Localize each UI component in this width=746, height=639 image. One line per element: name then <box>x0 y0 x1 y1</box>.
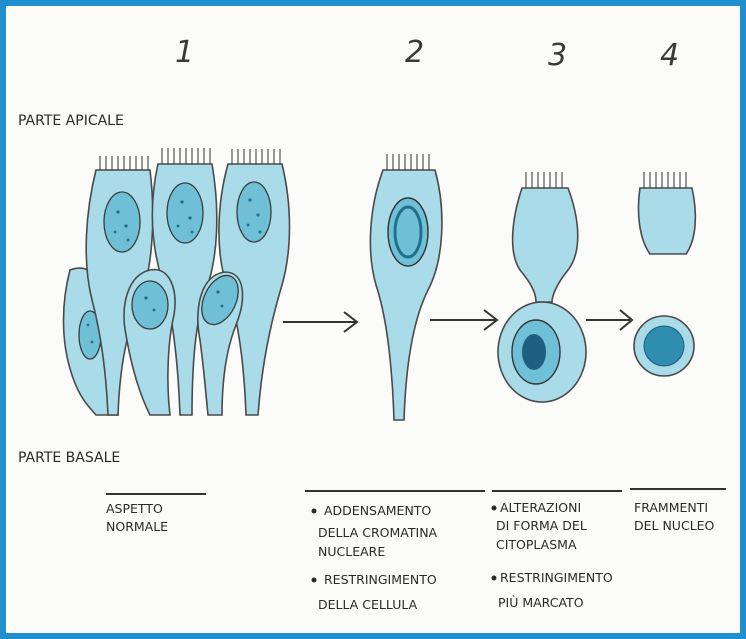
apical-label: PARTE APICALE <box>18 113 124 129</box>
caption-stage3-line2: DI FORMA DEL <box>496 518 587 533</box>
nucleus-lower-middle <box>132 281 168 329</box>
caption-stage2-line5: DELLA CELLULA <box>318 597 418 612</box>
stage4-fragments <box>634 172 695 376</box>
nucleus-tall-2 <box>167 183 203 243</box>
caption-stage3-line1: ALTERAZIONI <box>500 500 581 515</box>
caption-stage2-line3: NUCLEARE <box>318 544 385 559</box>
arrow-2-to-3 <box>430 310 497 330</box>
caption-stage3-line4: RESTRINGIMENTO <box>500 570 613 585</box>
stage-number-2: 2 <box>405 35 424 70</box>
stage3-cell <box>498 172 586 402</box>
nucleus-tall-1 <box>104 192 140 252</box>
stage2-cilia <box>387 154 429 170</box>
stage-number-1: 1 <box>175 35 194 70</box>
stage-number-4: 4 <box>660 38 679 73</box>
nuclear-fragment <box>644 326 684 366</box>
caption-stage4-line2: DEL NUCLEO <box>634 518 715 533</box>
caption-stage4-line1: FRAMMENTI <box>634 500 708 515</box>
stage1-cells <box>64 148 290 415</box>
arrow-1-to-2 <box>283 312 357 332</box>
bullet-stage2-b <box>312 578 317 583</box>
caption-stage1-line2: NORMALE <box>106 519 168 534</box>
apical-fragment <box>638 188 695 254</box>
caption-stage2-line2: DELLA CROMATINA <box>318 525 438 540</box>
pyknotic-chromatin <box>522 334 546 370</box>
caption-stage3-line3: CITOPLASMA <box>496 537 577 552</box>
caption-stage2-line4: RESTRINGIMENTO <box>324 572 437 587</box>
bullet-stage3-a <box>492 506 497 511</box>
stage2-cell <box>370 154 442 420</box>
caption-stage3-line5: PIÙ MARCATO <box>498 595 584 610</box>
stage4-cilia <box>644 172 686 188</box>
arrow-3-to-4 <box>586 310 632 330</box>
nucleus-tall-3 <box>237 182 271 242</box>
stage-number-3: 3 <box>548 38 567 73</box>
caption-stage1-line1: ASPETTO <box>106 501 163 516</box>
basal-label: PARTE BASALE <box>18 450 120 466</box>
cell-stage3-top <box>513 188 578 302</box>
bullet-stage2-a <box>312 509 317 514</box>
bullet-stage3-b <box>492 576 497 581</box>
stage3-cilia <box>526 172 562 188</box>
caption-stage2-line1: ADDENSAMENTO <box>324 503 431 518</box>
